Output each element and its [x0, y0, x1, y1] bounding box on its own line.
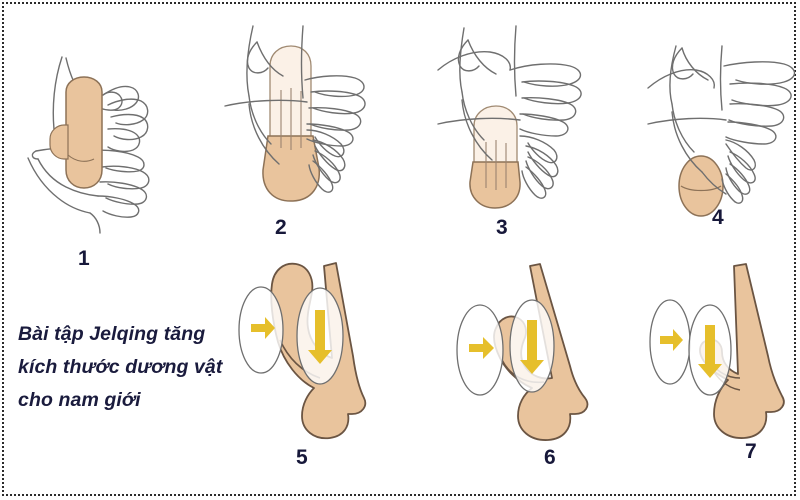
- arrow-down-icon-p5: [308, 310, 332, 364]
- panel-number-3: 3: [496, 216, 508, 239]
- caption-line-1: Bài tập Jelqing tăng: [18, 323, 206, 345]
- arrow-down-icon-p7: [698, 325, 722, 378]
- panel-number-2: 2: [275, 216, 287, 239]
- panel-number-6: 6: [544, 446, 556, 469]
- panel-1-illustration: [10, 55, 190, 235]
- arrow-right-icon-p6: [469, 337, 494, 359]
- panel-number-4: 4: [712, 206, 724, 229]
- panel-4-illustration: [638, 18, 800, 218]
- panel-6-illustration: [452, 258, 632, 453]
- panel-2-illustration: [215, 18, 390, 218]
- caption-line-2: kích thước dương vật: [18, 356, 223, 378]
- panel-3-illustration: [437, 18, 613, 218]
- panel-5-illustration: [228, 258, 408, 453]
- arrow-right-icon-p7: [660, 329, 683, 351]
- panel-number-5: 5: [296, 446, 308, 469]
- panel-7-illustration: [648, 258, 798, 453]
- panel-number-7: 7: [745, 440, 757, 463]
- arrow-down-icon-p6: [520, 320, 544, 374]
- caption-line-3: cho nam giới: [18, 389, 141, 411]
- panel-number-1: 1: [78, 247, 90, 270]
- arrow-right-icon-p5: [251, 317, 275, 339]
- caption-text: Bài tập Jelqing tăng kích thước dương vậ…: [18, 318, 268, 417]
